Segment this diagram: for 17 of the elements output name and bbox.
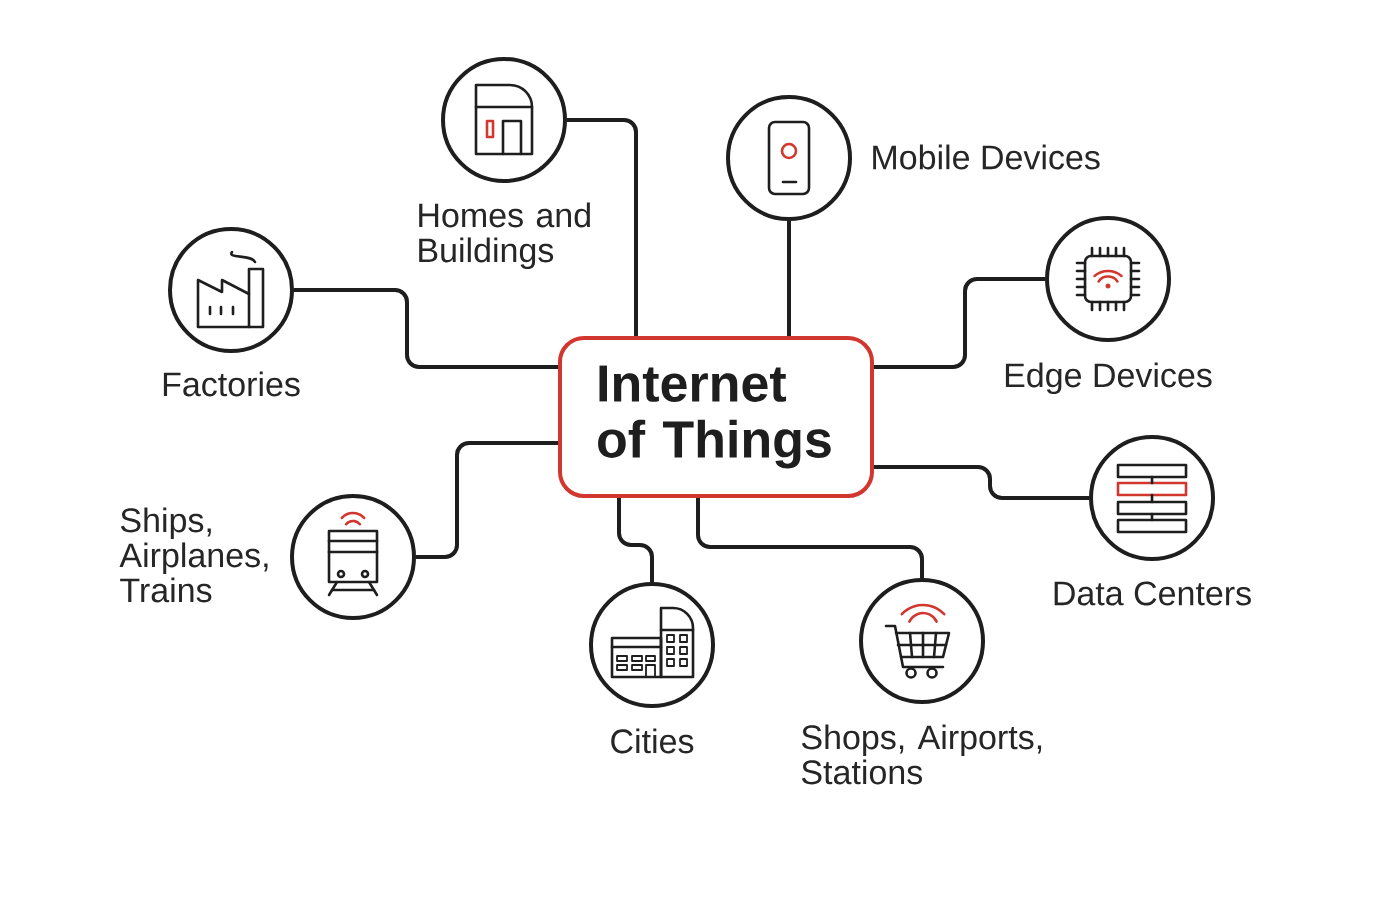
connector-line: [787, 221, 791, 336]
category-label: Homes and Buildings: [419, 202, 590, 270]
title-box: Internet of Things: [558, 336, 874, 498]
category-label: Factories: [163, 371, 300, 397]
connector-line: [416, 441, 558, 559]
category-label: Mobile Devices: [873, 144, 1100, 170]
category-label: Cities: [611, 728, 694, 754]
connector-line: [874, 465, 1089, 500]
category-label: Edge Devices: [1005, 362, 1212, 395]
category-label: Ships, Airplanes, Trains: [119, 507, 268, 603]
connector-line: [874, 277, 1045, 369]
connector-line: [567, 118, 638, 336]
connector-line: [696, 498, 924, 578]
category-label: Data Centers: [1054, 581, 1251, 606]
category-label: Shops, Airports, Stations: [801, 724, 1042, 785]
connector-line: [294, 288, 558, 369]
connector-line: [617, 498, 654, 582]
